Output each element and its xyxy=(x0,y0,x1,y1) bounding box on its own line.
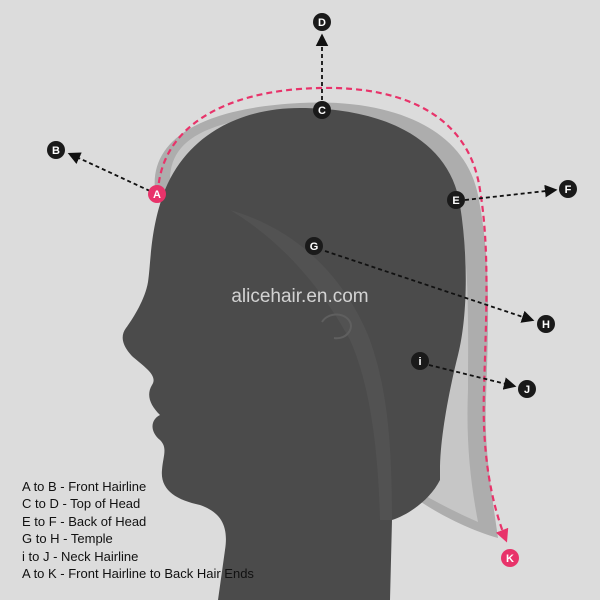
point-i-marker: i xyxy=(411,352,429,370)
legend-item-a-to-k: A to K - Front Hairline to Back Hair End… xyxy=(22,566,254,582)
point-i-label: i xyxy=(418,356,421,368)
legend-item-c-to-d: C to D - Top of Head xyxy=(22,496,141,512)
arrow-g-to-h xyxy=(324,250,535,323)
neck-shading xyxy=(230,210,392,520)
point-j-marker: J xyxy=(518,380,536,398)
point-d-label: D xyxy=(318,17,326,29)
point-b-marker: B xyxy=(47,141,65,159)
point-d-marker: D xyxy=(313,13,331,31)
arrow-i-to-j xyxy=(428,364,517,390)
measurement-legend: A to B - Front Hairline C to D - Top of … xyxy=(22,478,254,582)
legend-item-i-to-j: i to J - Neck Hairline xyxy=(22,548,139,564)
point-k-label: K xyxy=(506,553,514,565)
point-h-label: H xyxy=(542,319,550,331)
point-a-label: A xyxy=(153,189,161,201)
arrow-e-to-f xyxy=(464,184,558,201)
point-c-marker: C xyxy=(313,101,331,119)
ear-shape xyxy=(321,313,352,340)
point-f-label: F xyxy=(565,184,572,196)
point-f-marker: F xyxy=(559,180,577,198)
point-k-marker: K xyxy=(501,549,519,567)
point-c-label: C xyxy=(318,105,326,117)
point-b-label: B xyxy=(52,145,60,157)
point-g-marker: G xyxy=(305,237,323,255)
point-e-label: E xyxy=(452,195,459,207)
legend-item-e-to-f: E to F - Back of Head xyxy=(22,513,147,529)
watermark-text: alicehair.en.com xyxy=(231,286,368,307)
point-e-marker: E xyxy=(447,191,465,209)
legend-item-a-to-b: A to B - Front Hairline xyxy=(22,479,147,494)
point-h-marker: H xyxy=(537,315,555,333)
arrow-a-to-b xyxy=(67,152,151,192)
point-g-label: G xyxy=(310,241,319,253)
point-j-label: J xyxy=(524,384,530,396)
legend-item-g-to-h: G to H - Temple xyxy=(22,531,113,547)
point-a-marker: A xyxy=(148,185,166,203)
measure-line-a-to-k xyxy=(156,86,509,543)
